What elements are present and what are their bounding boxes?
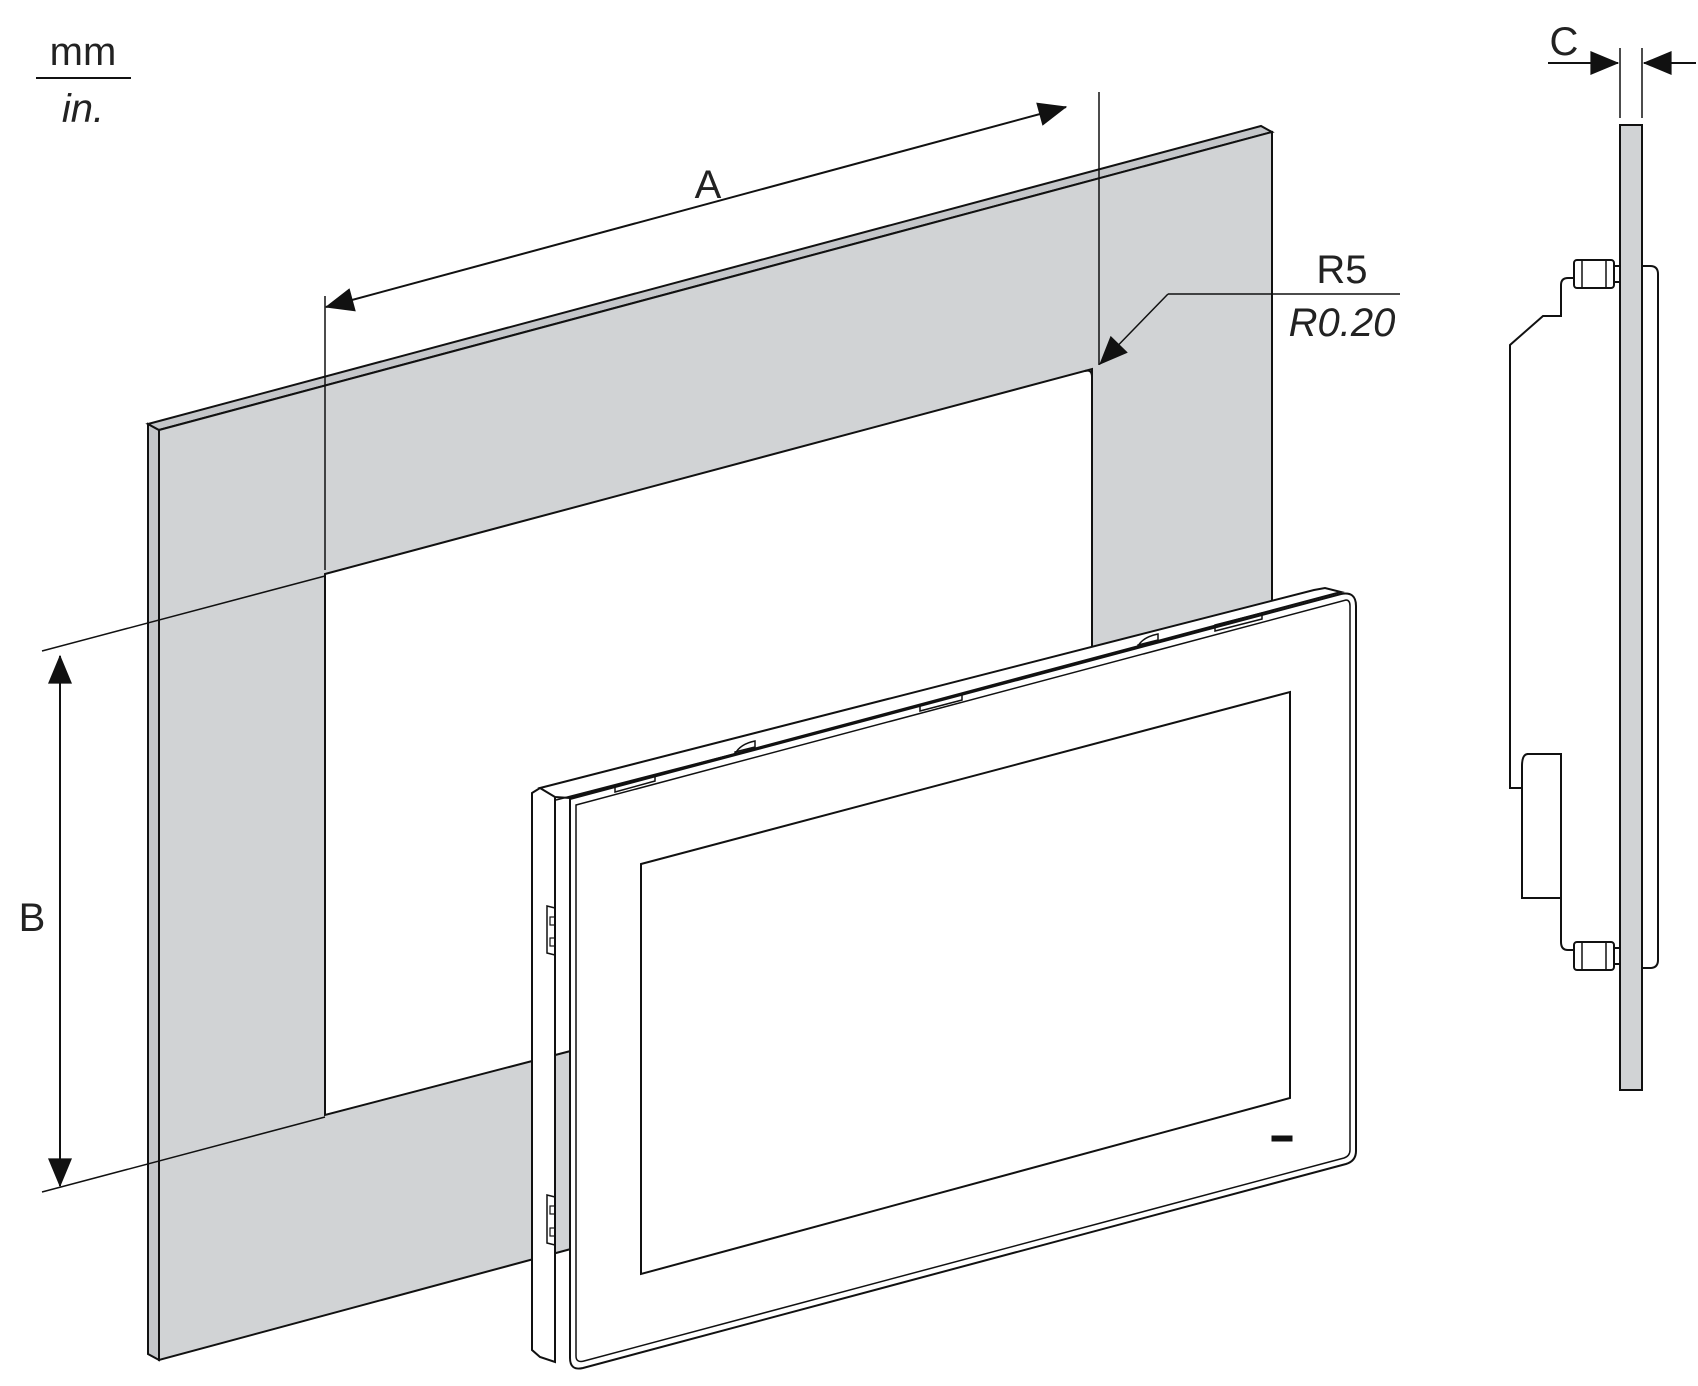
side-view-clip-top <box>1573 259 1621 289</box>
side-view-clip-bottom <box>1573 941 1621 971</box>
panel-edge <box>147 422 160 1362</box>
side-view-panel <box>1619 124 1643 1091</box>
clip-top-2 <box>734 740 756 755</box>
dimension-b: B <box>19 575 326 1193</box>
side-view-lower-block <box>1521 753 1562 899</box>
extension-line-b-bottom <box>41 1116 326 1193</box>
extension-line-b-top <box>41 575 326 652</box>
radius-leader <box>1099 293 1169 365</box>
label-a: A <box>695 163 722 207</box>
clip-top-4 <box>1137 633 1159 649</box>
dimension-a: A <box>324 92 1100 570</box>
side-view-bezel <box>1641 265 1659 969</box>
label-c: C <box>1550 20 1579 64</box>
clip-side-2 <box>546 1194 556 1246</box>
units-mm: mm <box>50 30 117 74</box>
clip-top-1 <box>614 774 656 793</box>
status-led <box>1271 1135 1293 1142</box>
radius-callout: R5 R0.20 <box>1099 248 1400 365</box>
label-radius-mm: R5 <box>1316 248 1367 292</box>
cutout-corner <box>1084 369 1093 378</box>
clip-top-3 <box>919 693 963 712</box>
side-view <box>1509 124 1659 1091</box>
device-top <box>537 586 1345 800</box>
dimension-c: C <box>1548 20 1696 118</box>
device-left-side <box>531 786 556 1364</box>
device-screen <box>640 690 1291 1276</box>
units-label: mm in. <box>36 30 131 131</box>
device-bezel-inner <box>575 599 1351 1363</box>
clip-side-1 <box>546 905 556 956</box>
units-in: in. <box>62 87 104 131</box>
dimension-line-a <box>324 102 1068 312</box>
clip-top-5 <box>1214 612 1263 632</box>
label-b: B <box>19 896 46 940</box>
label-radius-in: R0.20 <box>1289 301 1396 345</box>
side-view-body <box>1509 277 1621 951</box>
hmi-device <box>531 586 1357 1370</box>
